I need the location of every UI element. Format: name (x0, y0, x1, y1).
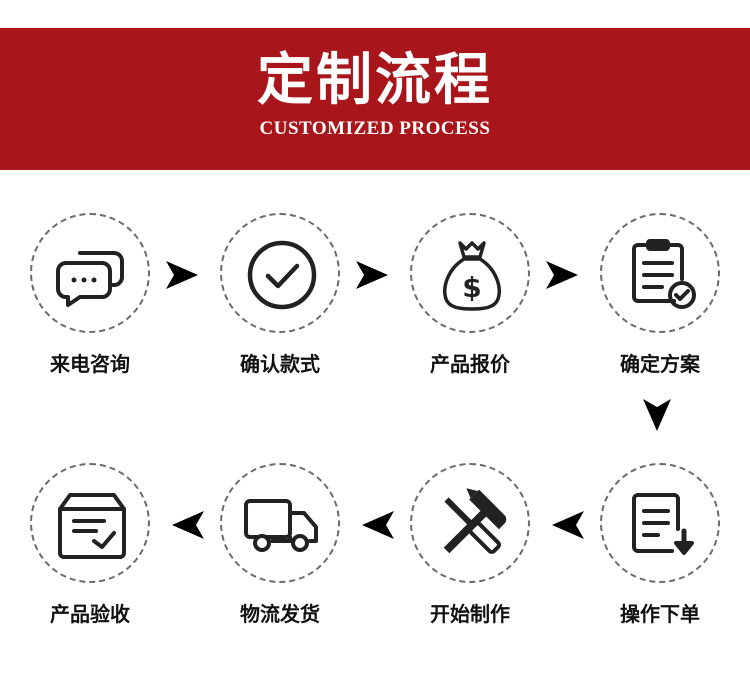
step-label: 来电咨询 (50, 352, 130, 376)
step-8-circle (30, 463, 150, 583)
page-title: 定制流程 (257, 48, 493, 113)
arrow-right-icon (542, 255, 582, 295)
step-2-circle (220, 213, 340, 333)
delivery-truck-icon (244, 499, 318, 552)
step-label: 开始制作 (430, 602, 510, 626)
svg-text:$: $ (462, 271, 481, 304)
arrow-right-icon (162, 255, 202, 295)
arrow-down-icon (637, 395, 677, 435)
arrow-right-icon (352, 255, 392, 295)
step-label: 物流发货 (240, 602, 320, 626)
header-banner: 定制流程 CUSTOMIZED PROCESS (0, 28, 750, 170)
document-download-icon (632, 493, 694, 555)
hammer-screwdriver-icon (443, 488, 507, 555)
arrow-left-icon (168, 505, 208, 545)
step-label: 产品验收 (50, 602, 130, 626)
page-subtitle: CUSTOMIZED PROCESS (259, 118, 491, 139)
arrow-left-icon (548, 505, 588, 545)
step-1-circle (30, 213, 150, 333)
step-label: 操作下单 (620, 602, 700, 626)
step-label: 确定方案 (620, 352, 700, 376)
step-4-circle (600, 213, 720, 333)
money-bag-icon: $ (443, 241, 501, 311)
step-3-circle: $ (410, 213, 530, 333)
step-label: 产品报价 (430, 352, 510, 376)
step-6-circle (410, 463, 530, 583)
step-label: 确认款式 (240, 352, 320, 376)
chat-bubbles-icon (56, 251, 124, 307)
clipboard-check-icon (632, 239, 696, 309)
arrow-left-icon (358, 505, 398, 545)
step-7-circle (220, 463, 340, 583)
step-5-circle (600, 463, 720, 583)
inbox-check-icon (58, 493, 126, 559)
check-circle-icon (247, 240, 317, 310)
